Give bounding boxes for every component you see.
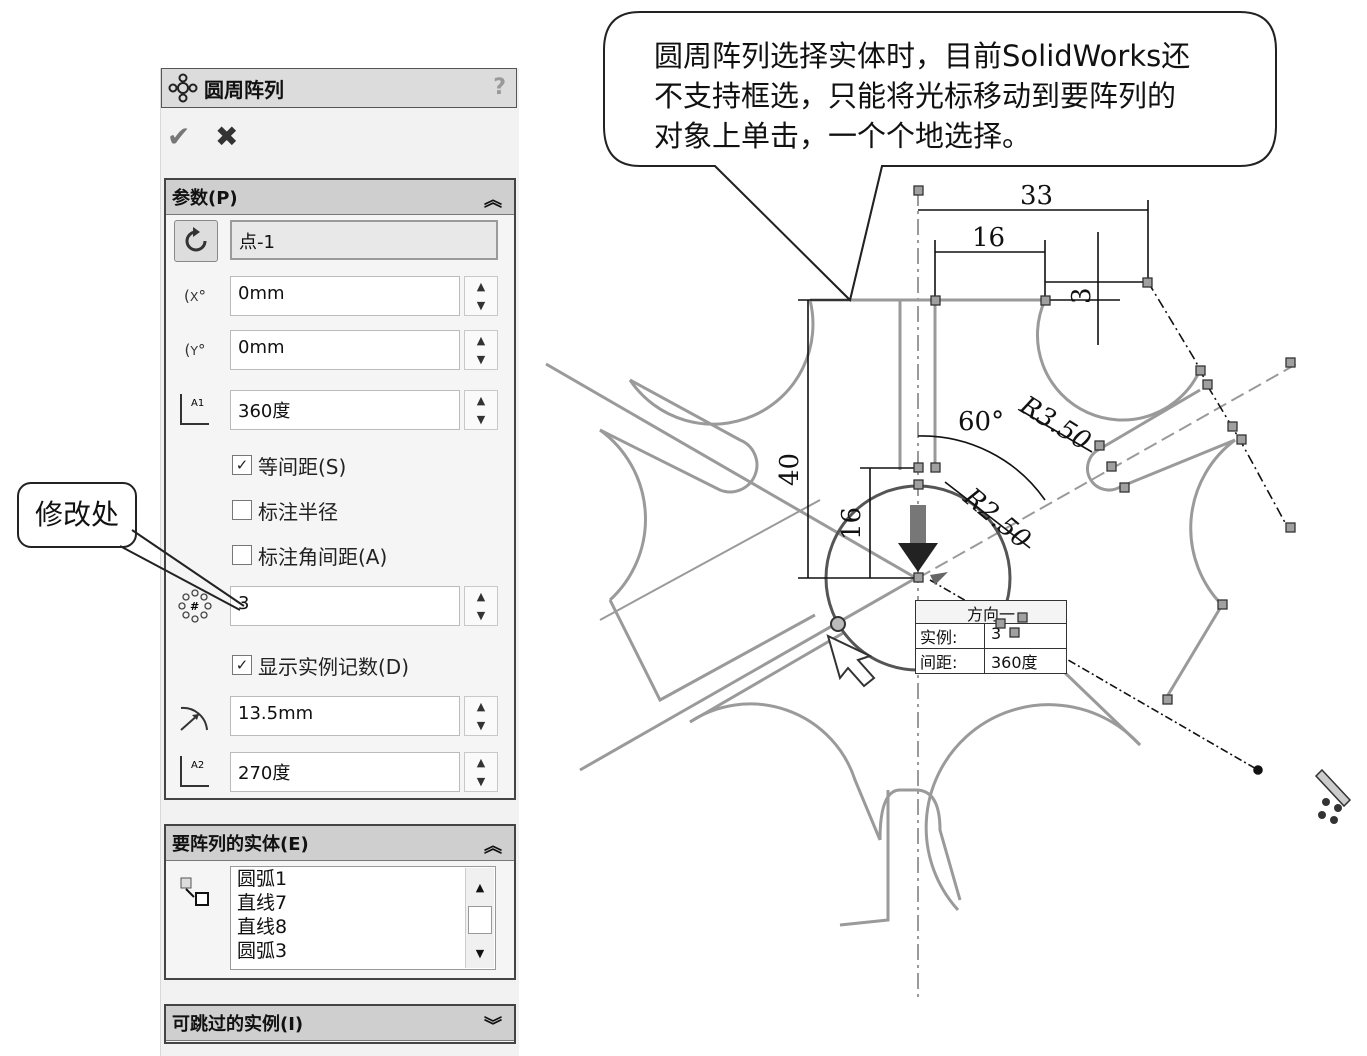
list-item[interactable]: 直线8 — [237, 916, 288, 938]
dim-radius-label: 标注半径 — [258, 499, 338, 524]
dim-33[interactable]: 33 — [1020, 181, 1053, 211]
angle1-row: A1 360度 ▲▼ — [166, 390, 514, 434]
x-row: (X° 0mm ▲▼ — [166, 276, 514, 320]
skip-section: 可跳过的实例(I) ︾ — [164, 1004, 516, 1044]
select-entities-icon — [174, 872, 216, 912]
tooltip-spacing-label: 间距: — [916, 649, 985, 673]
tooltip-instances-row: 实例: 3 — [916, 624, 1066, 649]
dim-angle-60[interactable]: 60° — [958, 407, 1004, 437]
collapse-icon[interactable]: ︽ — [484, 836, 502, 857]
params-header[interactable]: 参数(P) ︽ — [166, 180, 514, 215]
dim-3[interactable]: 3 — [1067, 287, 1097, 304]
entities-header-label: 要阵列的实体(E) — [172, 834, 309, 855]
show-count-checkbox[interactable]: ✓ 显示实例记数(D) — [232, 650, 409, 680]
checkbox-checked-icon: ✓ — [232, 455, 252, 475]
entities-list[interactable]: 圆弧1 直线7 直线8 圆弧3 ▲ ▼ — [230, 866, 496, 970]
pattern-preview-tooltip: 方向一 实例: 3 间距: 360度 — [915, 600, 1067, 674]
dim-r350[interactable]: R3.50 — [1013, 390, 1095, 457]
tooltip-instances-value[interactable]: 3 — [991, 624, 1002, 643]
y-spinner[interactable]: ▲▼ — [464, 330, 498, 370]
help-icon[interactable]: ? — [493, 75, 506, 100]
tooltip-spacing-row: 间距: 360度 — [916, 649, 1066, 673]
ok-cancel-bar: ✔ ✖ — [161, 116, 281, 156]
instances-spinner[interactable]: ▲▼ — [464, 586, 498, 626]
panel-title-bar: 圆周阵列 ? — [161, 68, 517, 108]
dim-16-left[interactable]: 16 — [837, 507, 867, 540]
dim-16-top[interactable]: 16 — [972, 223, 1005, 253]
angle1-spinner[interactable]: ▲▼ — [464, 390, 498, 430]
instances-row: # 3 ▲▼ — [166, 586, 514, 630]
angle-a2-icon: A2 — [174, 752, 216, 792]
entities-header[interactable]: 要阵列的实体(E) ︽ — [166, 826, 514, 861]
list-item[interactable]: 圆弧3 — [237, 940, 288, 962]
tooltip-instances-label: 实例: — [916, 624, 985, 648]
angle2-row: A2 270度 ▲▼ — [166, 752, 514, 796]
rotate-icon[interactable] — [174, 220, 218, 262]
radius-row: 13.5mm ▲▼ — [166, 696, 514, 740]
list-scrollbar[interactable]: ▲ ▼ — [465, 868, 494, 968]
collapse-icon[interactable]: ︽ — [484, 190, 502, 211]
tooltip-spacing-value[interactable]: 360度 — [991, 653, 1038, 672]
show-count-label: 显示实例记数(D) — [258, 654, 410, 679]
sketch-pencil-cursor-icon — [1314, 768, 1352, 824]
y-input[interactable]: 0mm — [230, 330, 460, 370]
y-row: (Y° 0mm ▲▼ — [166, 330, 514, 374]
dim-radius-checkbox[interactable]: 标注半径 — [232, 495, 338, 525]
radius-input[interactable]: 13.5mm — [230, 696, 460, 736]
list-item[interactable]: 圆弧1 — [237, 868, 288, 890]
circular-pattern-icon — [168, 73, 198, 103]
center-row: 点-1 — [166, 220, 514, 264]
callout-bubble-text: 圆周阵列选择实体时，目前SolidWorks还 不支持框选，只能将光标移动到要阵… — [654, 39, 1191, 153]
params-header-label: 参数(P) — [172, 188, 238, 209]
ok-button[interactable]: ✔ — [167, 120, 191, 153]
instances-count-icon: # — [174, 586, 216, 626]
params-section: 参数(P) ︽ 点-1 (X° 0mm ▲▼ (Y° 0mm ▲▼ A1 360… — [164, 178, 516, 800]
x-input[interactable]: 0mm — [230, 276, 460, 316]
radius-spinner[interactable]: ▲▼ — [464, 696, 498, 736]
svg-text:#: # — [190, 600, 199, 613]
center-point-field[interactable]: 点-1 — [230, 220, 498, 260]
mouse-cursor-icon — [826, 616, 876, 688]
equal-spacing-checkbox[interactable]: ✓ 等间距(S) — [232, 450, 346, 480]
dim-angle-label: 标注角间距(A) — [258, 544, 388, 569]
entities-section: 要阵列的实体(E) ︽ 圆弧1 直线7 直线8 圆弧3 ▲ ▼ — [164, 824, 516, 980]
dim-angle-checkbox[interactable]: 标注角间距(A) — [232, 540, 387, 570]
equal-spacing-label: 等间距(S) — [258, 454, 347, 479]
angle-a1-icon: A1 — [174, 390, 216, 430]
panel-title: 圆周阵列 — [204, 77, 284, 102]
svg-text:A1: A1 — [191, 398, 204, 409]
skip-header-label: 可跳过的实例(I) — [172, 1014, 304, 1035]
tooltip-title: 方向一 — [916, 601, 1066, 624]
list-item[interactable]: 直线7 — [237, 892, 288, 914]
property-manager: 圆周阵列 ? ✔ ✖ 参数(P) ︽ 点-1 (X° 0mm ▲▼ (Y° 0m… — [160, 68, 519, 1056]
cancel-button[interactable]: ✖ — [215, 120, 239, 153]
dim-40[interactable]: 40 — [775, 453, 805, 486]
checkbox-empty-icon — [232, 500, 252, 520]
radius-icon — [174, 696, 216, 736]
checkbox-empty-icon — [232, 545, 252, 565]
center-y-icon: (Y° — [184, 341, 206, 359]
svg-text:A2: A2 — [191, 760, 204, 771]
instances-input[interactable]: 3 — [230, 586, 460, 626]
callout-bubble — [603, 11, 1277, 302]
modify-callout: 修改处 — [17, 482, 137, 548]
angle1-input[interactable]: 360度 — [230, 390, 460, 430]
x-spinner[interactable]: ▲▼ — [464, 276, 498, 316]
center-x-icon: (X° — [184, 287, 206, 305]
expand-icon[interactable]: ︾ — [484, 1016, 502, 1037]
checkbox-checked-icon: ✓ — [232, 655, 252, 675]
angle2-spinner[interactable]: ▲▼ — [464, 752, 498, 792]
direction-arrow-icon[interactable] — [898, 505, 948, 585]
angle2-input[interactable]: 270度 — [230, 752, 460, 792]
skip-header[interactable]: 可跳过的实例(I) ︾ — [166, 1006, 514, 1041]
